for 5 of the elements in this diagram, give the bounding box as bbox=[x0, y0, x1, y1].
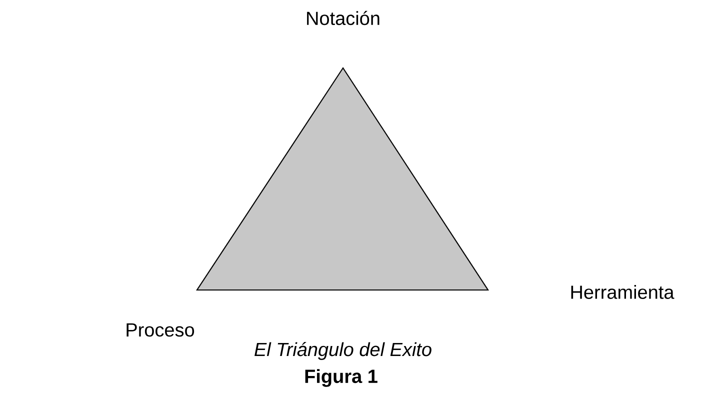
vertex-label: Proceso bbox=[126, 323, 194, 337]
caption: El Triángulo del Exito bbox=[254, 342, 432, 360]
vertex-label: Herramienta bbox=[571, 285, 674, 299]
vertex-label: Notación bbox=[307, 10, 380, 26]
figure-number: Figura 1 bbox=[305, 369, 378, 387]
